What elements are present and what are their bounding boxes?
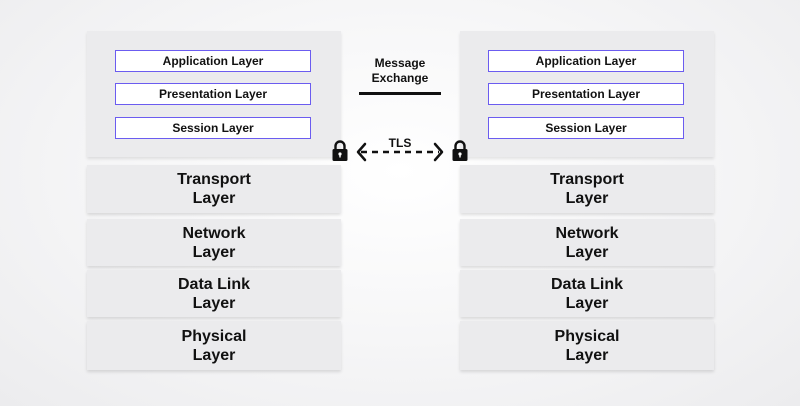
- right-network-layer: Network Layer: [460, 219, 714, 266]
- left-presentation-layer: Presentation Layer: [115, 83, 311, 105]
- right-physical-label-line1: Physical: [554, 327, 620, 345]
- right-physical-label-line2: Layer: [565, 346, 609, 364]
- message-exchange-line: [359, 92, 441, 95]
- right-network-label-line1: Network: [555, 224, 619, 242]
- right-application-layer: Application Layer: [488, 50, 684, 72]
- lock-icon: [452, 140, 468, 161]
- right-session-layer: Session Layer: [488, 117, 684, 139]
- left-application-layer: Application Layer: [115, 50, 311, 72]
- left-datalink-label-line1: Data Link: [177, 275, 250, 293]
- tls-label: TLS: [388, 136, 412, 150]
- right-transport-layer: Transport Layer: [460, 165, 714, 213]
- right-data-link-layer: Data Link Layer: [460, 270, 714, 317]
- right-datalink-label-line1: Data Link: [550, 275, 623, 293]
- right-physical-layer: Physical Layer: [460, 321, 714, 370]
- left-transport-label-line2: Layer: [192, 190, 236, 207]
- left-physical-layer: Physical Layer: [87, 321, 341, 370]
- right-datalink-label-line2: Layer: [565, 294, 609, 312]
- double-arrow-icon: [356, 142, 444, 162]
- left-network-layer: Network Layer: [87, 219, 341, 266]
- left-data-link-layer: Data Link Layer: [87, 270, 341, 317]
- left-datalink-label-line2: Layer: [192, 294, 236, 312]
- left-upper-layers-group: Application Layer Presentation Layer Ses…: [87, 31, 341, 157]
- right-transport-label-line2: Layer: [565, 190, 609, 207]
- right-osi-stack: Application Layer Presentation Layer Ses…: [460, 31, 714, 370]
- left-network-label-line2: Layer: [192, 243, 236, 261]
- right-presentation-layer: Presentation Layer: [488, 83, 684, 105]
- left-physical-label-line2: Layer: [192, 346, 236, 364]
- message-exchange-label: Message Exchange: [355, 56, 445, 86]
- left-transport-label-line1: Transport: [177, 171, 251, 188]
- message-exchange-line1: Message: [374, 56, 426, 70]
- left-network-label-line1: Network: [182, 224, 246, 242]
- left-osi-stack: Application Layer Presentation Layer Ses…: [87, 31, 341, 370]
- right-upper-layers-group: Application Layer Presentation Layer Ses…: [460, 31, 714, 157]
- left-transport-layer: Transport Layer: [87, 165, 341, 213]
- message-exchange-line2: Exchange: [371, 71, 429, 85]
- right-network-label-line2: Layer: [565, 243, 609, 261]
- left-physical-label-line1: Physical: [181, 327, 247, 345]
- left-session-layer: Session Layer: [115, 117, 311, 139]
- right-transport-label-line1: Transport: [550, 171, 624, 188]
- lock-icon: [332, 140, 348, 161]
